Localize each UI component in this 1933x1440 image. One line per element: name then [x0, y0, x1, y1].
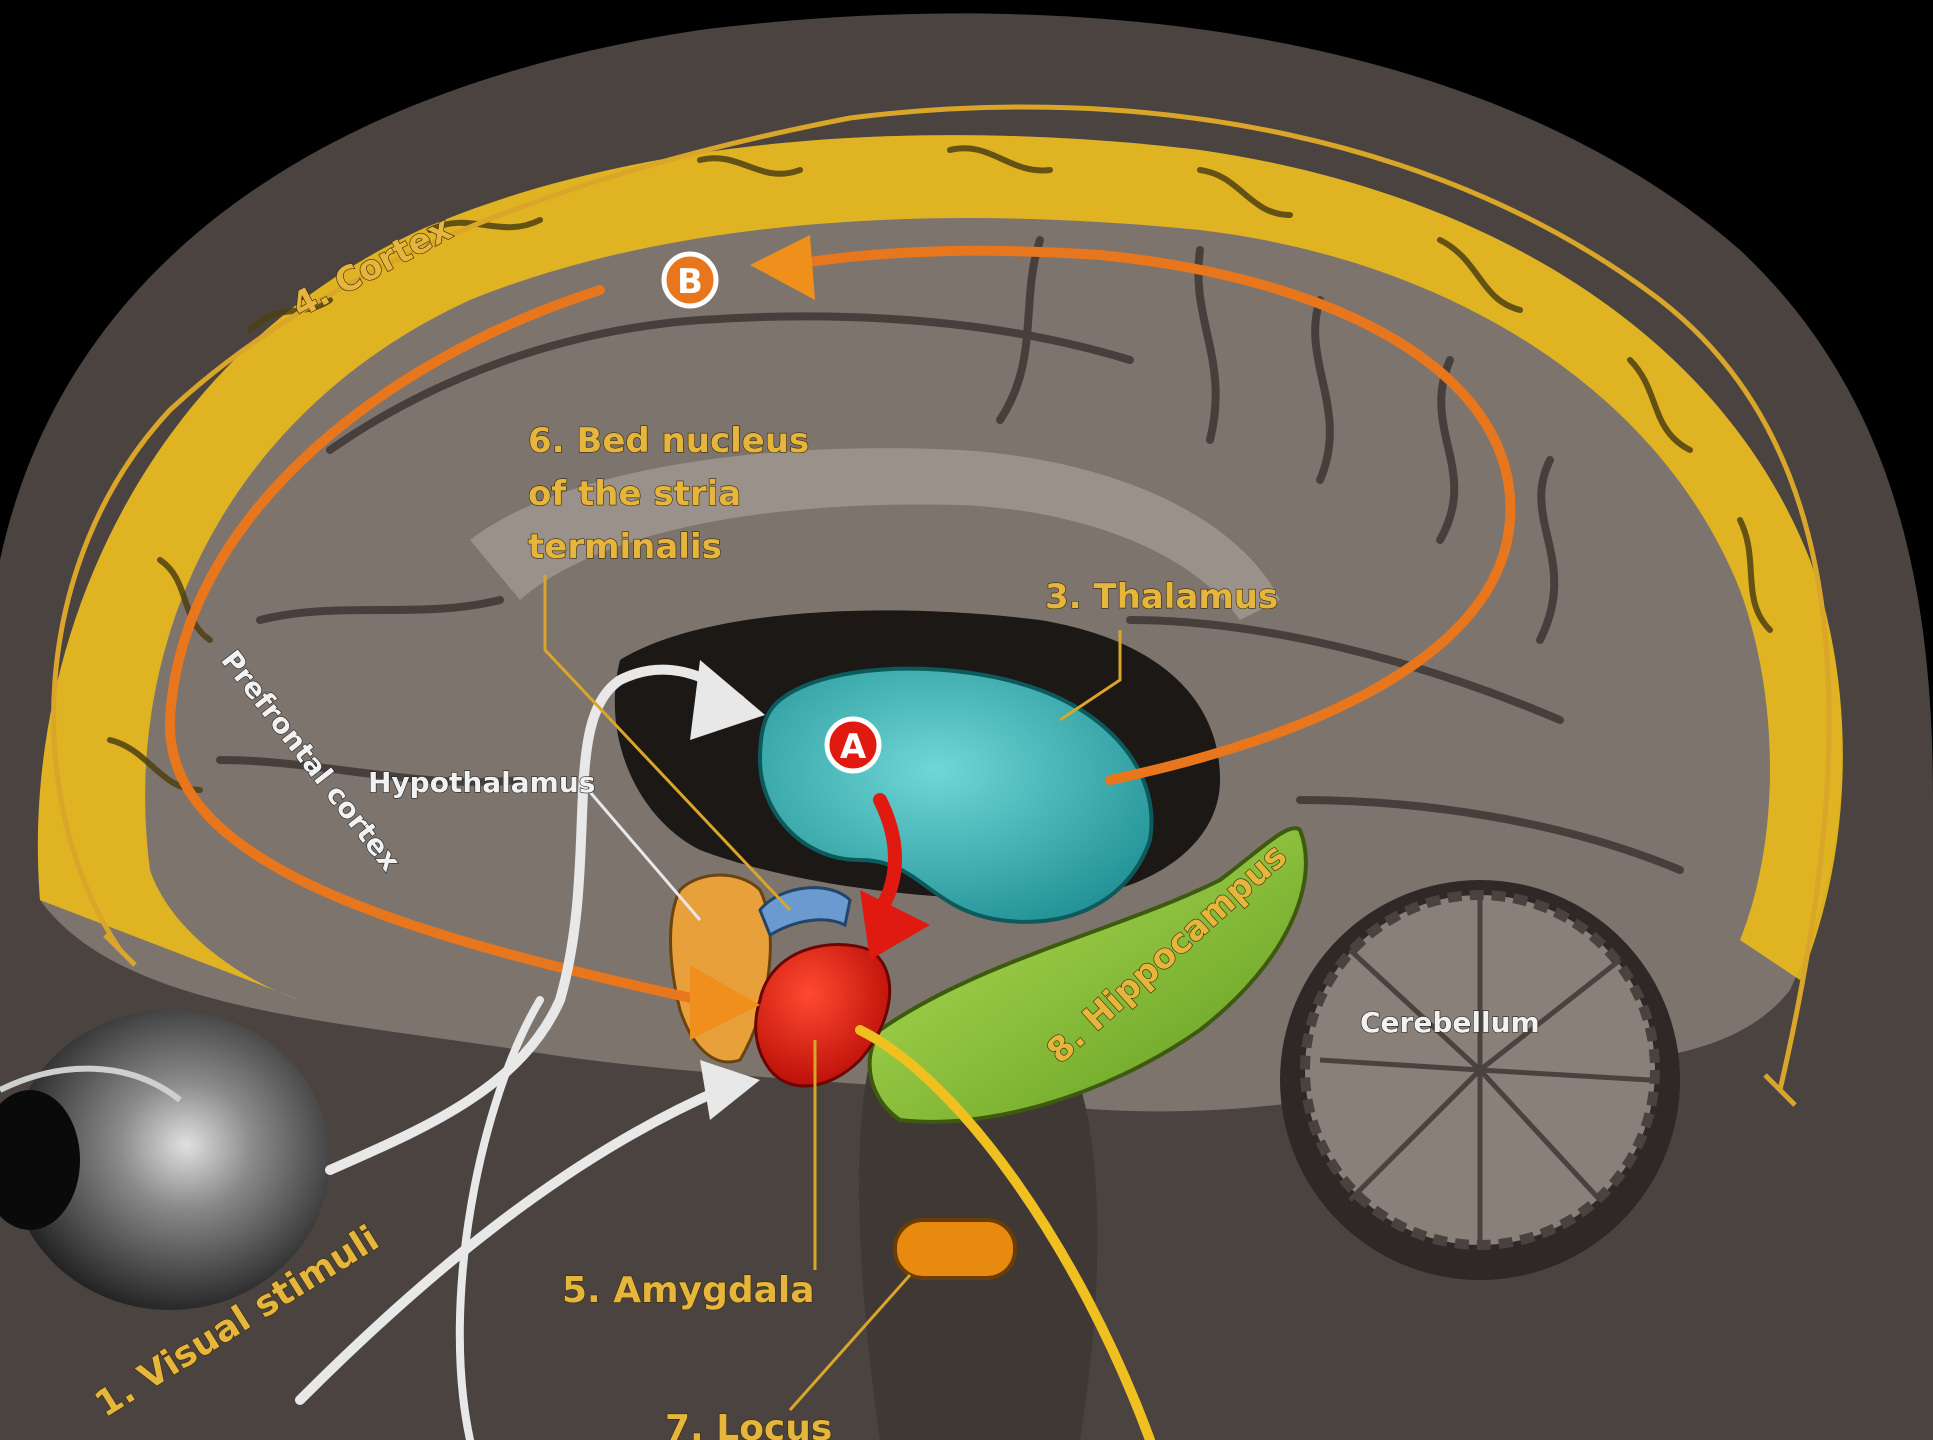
label-hypothalamus: Hypothalamus	[368, 766, 595, 799]
marker-a: A	[827, 719, 879, 771]
label-amygdala: 5. Amygdala	[562, 1270, 815, 1311]
cerebellum	[1280, 880, 1680, 1280]
locus-coeruleus	[895, 1220, 1015, 1278]
label-bed-nucleus-3: terminalis	[528, 527, 722, 567]
label-thalamus: 3. Thalamus	[1045, 577, 1278, 617]
label-cerebellum: Cerebellum	[1360, 1006, 1540, 1039]
svg-text:B: B	[677, 262, 703, 302]
svg-text:A: A	[840, 727, 867, 767]
marker-b: B	[664, 254, 716, 306]
label-bed-nucleus-2: of the stria	[528, 474, 741, 514]
label-locus: 7. Locus	[665, 1408, 832, 1440]
label-bed-nucleus-1: 6. Bed nucleus	[528, 421, 809, 461]
